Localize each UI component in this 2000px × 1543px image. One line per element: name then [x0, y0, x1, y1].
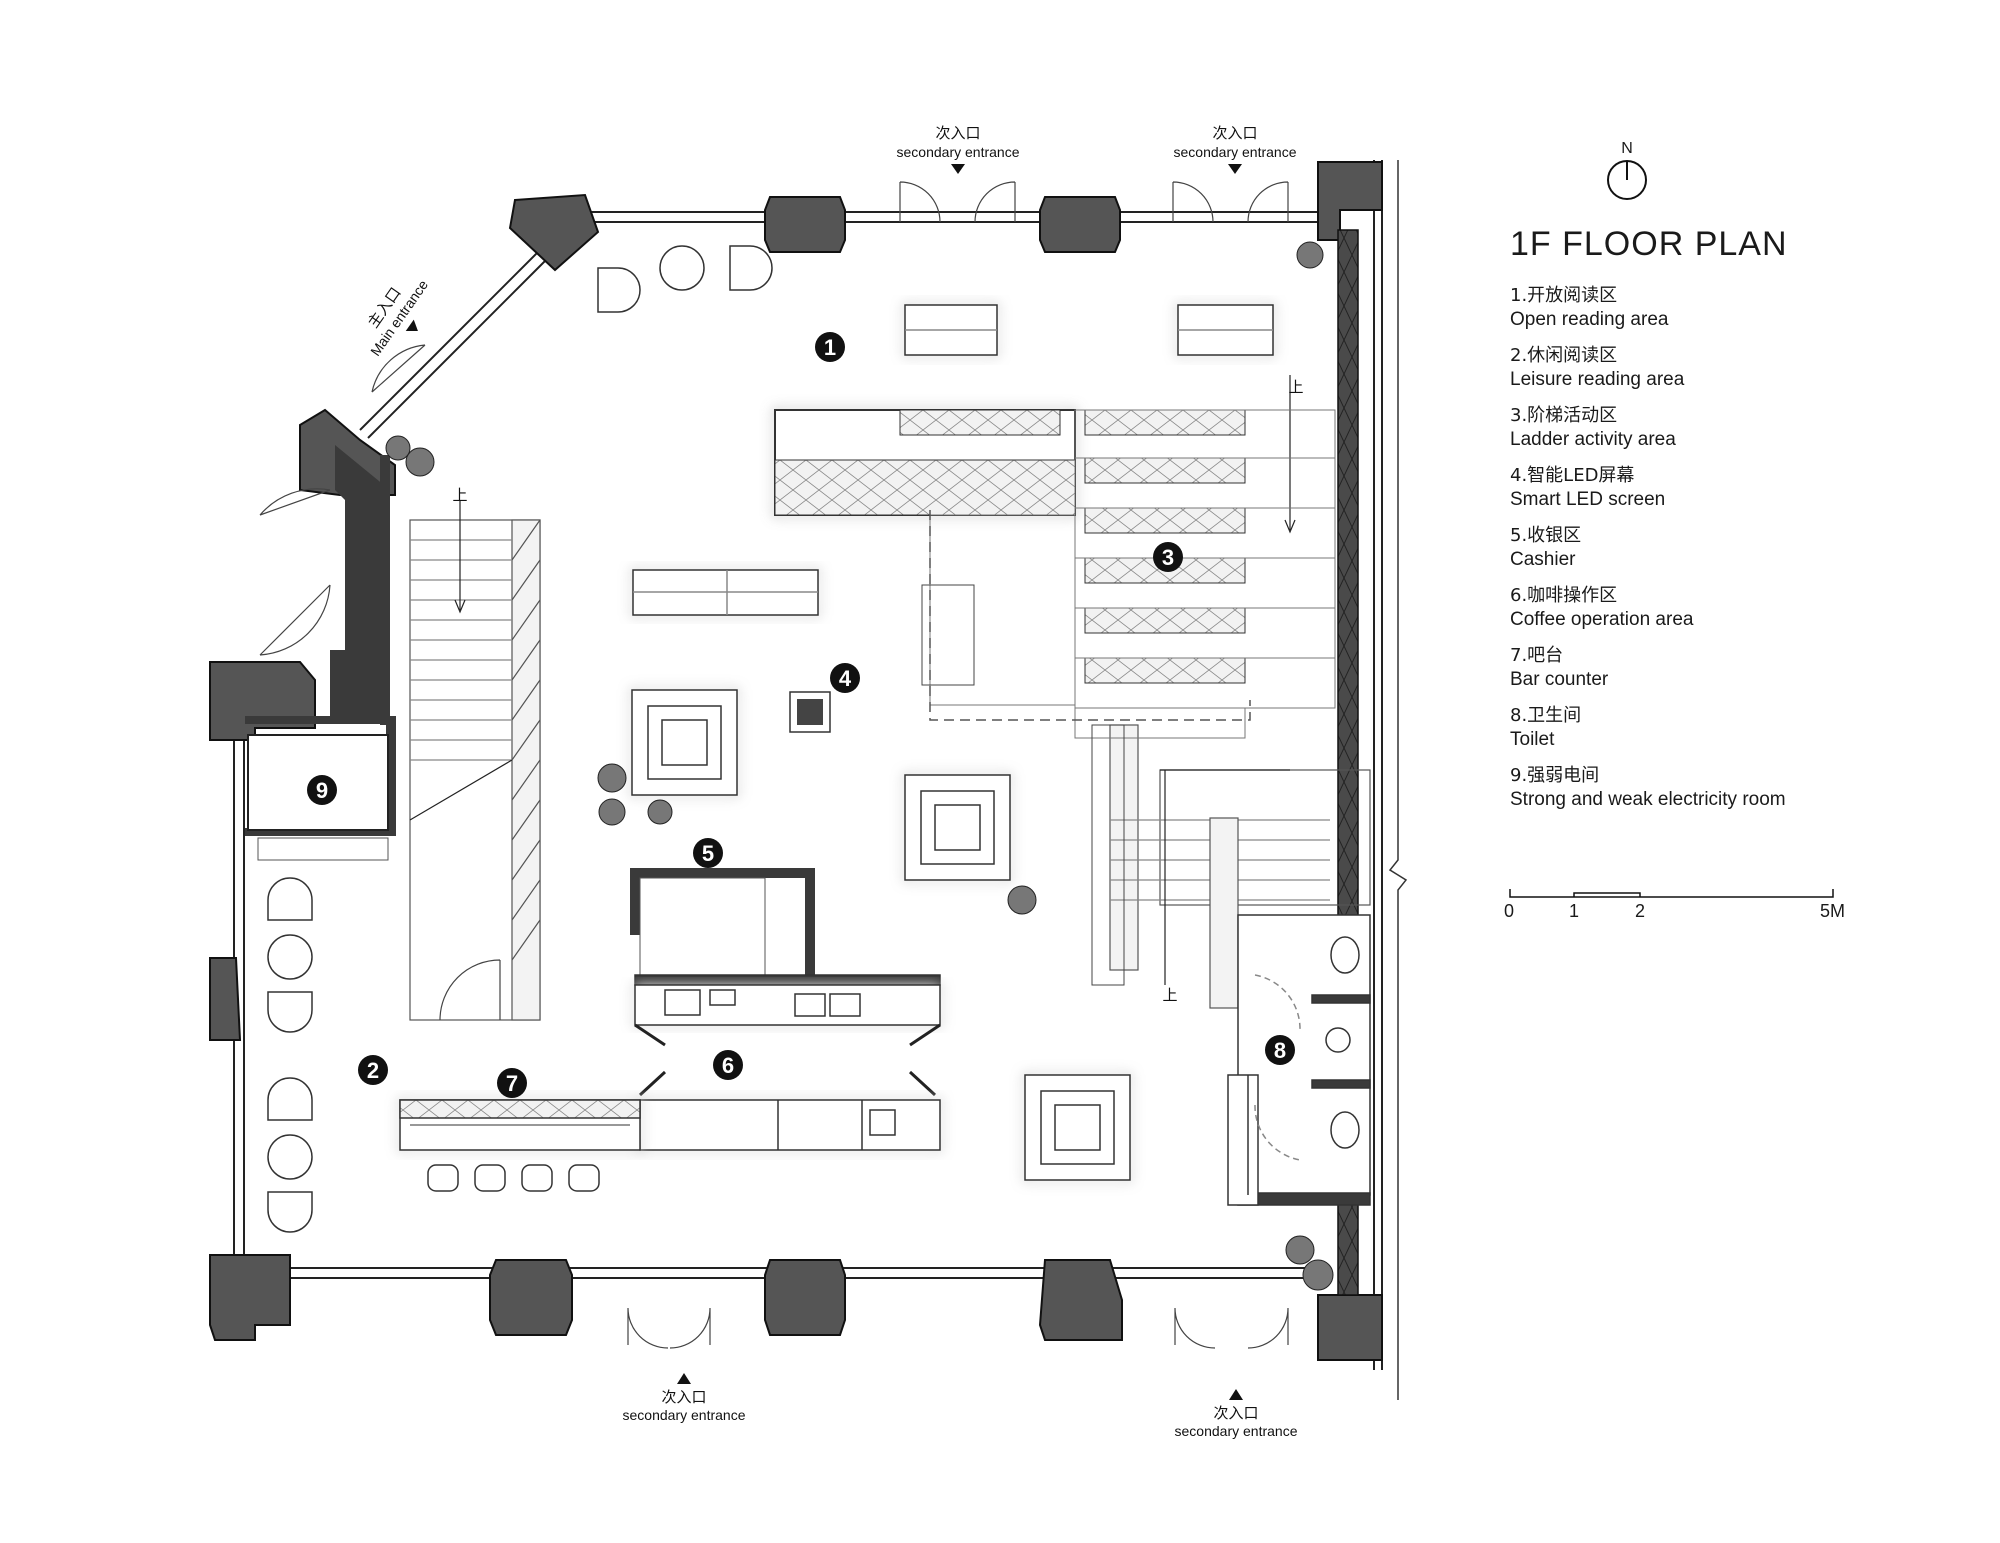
legend-item-zh: 9.强弱电间 — [1510, 765, 1600, 786]
legend-item: 4.智能LED屏幕 Smart LED screen — [1510, 464, 1970, 512]
scale-bar: 0 1 2 5M — [1504, 885, 1848, 925]
left-staircase — [409, 500, 541, 1021]
page-title: 1F FLOOR PLAN — [1510, 225, 1788, 263]
svg-text:8: 8 — [1274, 1038, 1286, 1063]
cashier-counter — [630, 868, 815, 976]
legend-item-en: Strong and weak electricity room — [1510, 789, 1786, 810]
coffee-operation-counter — [634, 974, 941, 1151]
led-screen — [789, 691, 831, 733]
square-islands — [631, 689, 1131, 1181]
break-line — [1388, 160, 1408, 1400]
legend-item-en: Toilet — [1510, 729, 1555, 750]
toilet-block — [1227, 914, 1371, 1206]
svg-text:3: 3 — [1162, 545, 1174, 570]
area-marker-8: 8 — [1265, 1035, 1295, 1065]
legend-item-en: Smart LED screen — [1510, 489, 1666, 510]
legend-item-zh: 5.收银区 — [1510, 525, 1582, 546]
legend-item-zh: 8.卫生间 — [1510, 705, 1582, 726]
secondary-entrance-top-left-en: secondary entrance — [897, 144, 1020, 160]
area-markers: 1 2 3 4 5 6 7 8 9 — [307, 332, 1295, 1098]
legend-item-en: Leisure reading area — [1510, 369, 1685, 390]
stair-up-label: 上 — [452, 486, 467, 504]
bar-counter — [399, 1099, 641, 1192]
secondary-entrance-top-right-zh: 次入口 — [1212, 124, 1257, 142]
compass-icon — [1607, 160, 1647, 200]
svg-text:1: 1 — [824, 335, 836, 360]
legend-item-en: Open reading area — [1510, 309, 1669, 330]
legend-item-zh: 2.休闲阅读区 — [1510, 345, 1618, 366]
svg-text:6: 6 — [722, 1053, 734, 1078]
area-marker-4: 4 — [830, 663, 860, 693]
scale-label: 1 — [1569, 901, 1580, 921]
doors — [259, 181, 1289, 1349]
secondary-entrance-top-right-en: secondary entrance — [1174, 144, 1297, 160]
scale-bar-ruler — [1509, 889, 1834, 898]
area-marker-1: 1 — [815, 332, 845, 362]
area-marker-7: 7 — [497, 1068, 527, 1098]
legend-item: 5.收银区 Cashier — [1510, 524, 1970, 572]
legend-item-en: Cashier — [1510, 549, 1576, 570]
arrow-down-icon — [951, 164, 965, 174]
scale-label: 0 — [1504, 901, 1515, 921]
stair-up-label: 上 — [1288, 378, 1303, 396]
area-marker-2: 2 — [358, 1055, 388, 1085]
svg-text:9: 9 — [316, 778, 328, 803]
legend-item: 7.吧台 Bar counter — [1510, 644, 1970, 692]
legend-item: 8.卫生间 Toilet — [1510, 704, 1970, 752]
scale-label: 2 — [1635, 901, 1646, 921]
area-marker-6: 6 — [713, 1050, 743, 1080]
legend-item-en: Bar counter — [1510, 669, 1609, 690]
north-arrow: N — [1605, 140, 1649, 207]
plant-icons — [385, 241, 1334, 1291]
area-marker-9: 9 — [307, 775, 337, 805]
secondary-entrance-top-left-zh: 次入口 — [935, 124, 980, 142]
arrow-down-icon — [1228, 164, 1242, 174]
legend: 1F FLOOR PLAN 1.开放阅读区 Open reading area 2… — [1510, 225, 1970, 824]
secondary-entrance-bottom-left-en: secondary entrance — [623, 1407, 746, 1423]
legend-item: 2.休闲阅读区 Leisure reading area — [1510, 344, 1970, 392]
stair-up-markers: 上 上 上 — [452, 378, 1303, 1004]
area-marker-3: 3 — [1153, 542, 1183, 572]
legend-item-en: Ladder activity area — [1510, 429, 1676, 450]
secondary-entrance-bottom-right-en: secondary entrance — [1175, 1423, 1298, 1439]
secondary-entrance-bottom-right-zh: 次入口 — [1213, 1404, 1258, 1422]
svg-text:2: 2 — [367, 1058, 379, 1083]
stair-up-label: 上 — [1162, 986, 1177, 1004]
area-marker-5: 5 — [693, 838, 723, 868]
leisure-chairs — [267, 245, 773, 1233]
arrow-up-icon — [1229, 1389, 1243, 1400]
legend-item-zh: 6.咖啡操作区 — [1510, 585, 1618, 606]
svg-text:5: 5 — [702, 841, 714, 866]
svg-text:4: 4 — [839, 666, 852, 691]
legend-item-en: Coffee operation area — [1510, 609, 1694, 630]
secondary-entrance-bottom-left-zh: 次入口 — [661, 1388, 706, 1406]
legend-item-zh: 1.开放阅读区 — [1510, 285, 1618, 306]
ladder-activity-area — [774, 409, 1336, 986]
entrance-labels: 次入口 secondary entrance 次入口 secondary ent… — [364, 124, 1298, 1439]
reading-tables — [632, 304, 1274, 616]
legend-item: 9.强弱电间 Strong and weak electricity room — [1510, 764, 1970, 812]
legend-item: 1.开放阅读区 Open reading area — [1510, 284, 1970, 332]
svg-text:7: 7 — [506, 1071, 518, 1096]
interior-walls — [245, 445, 396, 836]
columns — [209, 161, 1383, 1361]
north-label: N — [1621, 140, 1633, 157]
legend-item-zh: 4.智能LED屏幕 — [1510, 465, 1635, 486]
legend-item: 3.阶梯活动区 Ladder activity area — [1510, 404, 1970, 452]
legend-item-zh: 3.阶梯活动区 — [1510, 405, 1618, 426]
legend-item-zh: 7.吧台 — [1510, 645, 1564, 666]
legend-item: 6.咖啡操作区 Coffee operation area — [1510, 584, 1970, 632]
arrow-down-icon — [405, 319, 418, 332]
arrow-up-icon — [677, 1373, 691, 1384]
scale-label: 5M — [1820, 901, 1846, 921]
